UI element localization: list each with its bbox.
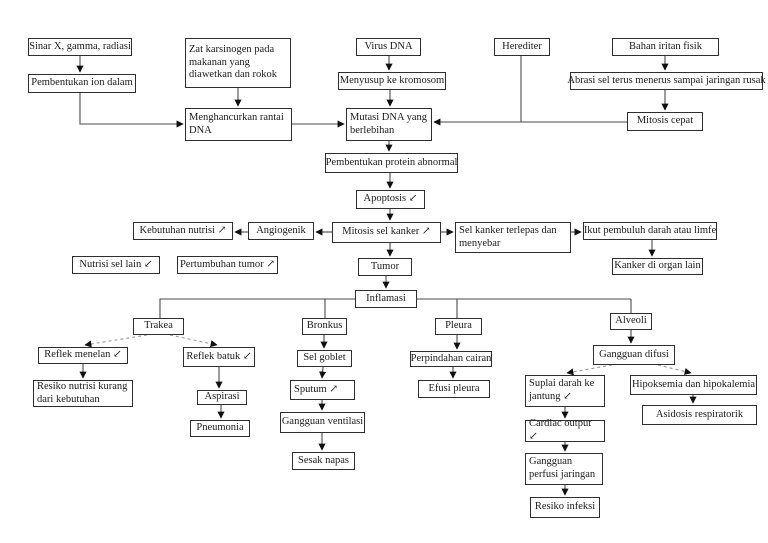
node-label: Herediter (502, 40, 542, 52)
node-label: Sputum ↗ (294, 383, 339, 395)
node-label: Hipoksemia dan hipokalemia (631, 378, 756, 390)
node-label: Cardiac output ↙ (529, 418, 592, 442)
node-label: Angiogenik (256, 224, 306, 236)
node-label: Mutasi DNA yang berlebihan (350, 111, 427, 136)
node-kebutuhan-nutrisi: Kebutuhan nutrisi ↗ (133, 222, 233, 240)
node-label: Inflamasi (366, 292, 406, 304)
node-label: Mitosis sel kanker ↗ (342, 226, 431, 238)
node-reflek-batuk: Reflek batuk ↙ (183, 347, 255, 367)
edge-gangguan-difusi-to-suplai-darah (566, 364, 613, 376)
node-sinar-x: Sinar X, gamma, radiasi (28, 38, 132, 56)
node-tumor: Tumor (358, 258, 412, 276)
node-label: Resiko nutrisi kurang dari kebutuhan (37, 380, 128, 405)
node-mutasi-dna: Mutasi DNA yang berlebihan (346, 108, 432, 141)
node-mitosis-sel-kanker: Mitosis sel kanker ↗ (332, 222, 441, 243)
node-label: Gangguan ventilasi (281, 416, 364, 428)
node-label: Sesak napas (297, 454, 350, 466)
node-protein-abnormal: Pembentukan protein abnormal (325, 153, 458, 173)
edge-sel-goblet-to-sputum (319, 366, 327, 379)
node-sel-goblet: Sel goblet (297, 350, 352, 367)
node-abrasi: Abrasi sel terus menerus sampai jaringan… (567, 72, 766, 90)
node-pneumonia: Pneumonia (190, 420, 250, 437)
node-label: Gangguan difusi (599, 348, 669, 360)
node-label: Trakea (144, 320, 173, 332)
node-bahan-iritan: Bahan iritan fisik (612, 38, 719, 56)
node-hipoksemia: Hipoksemia dan hipokalemia (630, 375, 757, 395)
node-menyusup: Menyusup ke kromosom (338, 72, 446, 90)
node-herediter: Herediter (494, 38, 550, 56)
node-label: Mitosis cepat (636, 115, 694, 127)
node-label: Aspirasi (204, 391, 240, 403)
node-label: Abrasi sel terus menerus sampai jaringan… (567, 74, 766, 86)
node-label: Apoptosis ↙ (363, 193, 418, 205)
node-gangguan-ventilasi: Gangguan ventilasi (280, 412, 365, 433)
node-label: Menghancurkan rantai DNA (189, 111, 284, 136)
node-label: Bahan iritan fisik (629, 40, 702, 52)
node-sesak-napas: Sesak napas (292, 452, 355, 470)
node-label: Pleura (445, 320, 472, 332)
node-menghancurkan: Menghancurkan rantai DNA (185, 108, 292, 141)
node-bronkus: Bronkus (302, 318, 347, 335)
node-perpindahan-cairan: Perpindahan cairan (410, 351, 492, 367)
node-reflek-menelan: Reflek menelan ↙ (38, 347, 128, 364)
edge-inflamasi-to-trakea (159, 298, 355, 318)
node-label: Ikut pembuluh darah atau limfe (583, 224, 717, 236)
node-asidosis: Asidosis respiratorik (642, 405, 757, 425)
node-zat-karsinogen: Zat karsinogen pada makanan yang diawetk… (185, 38, 291, 88)
node-label: Resiko infeksi (534, 501, 596, 513)
node-kanker-organ-lain: Kanker di organ lain (612, 258, 703, 275)
node-virus-dna: Virus DNA (356, 38, 421, 56)
node-pleura: Pleura (435, 318, 482, 335)
node-label: Efusi pleura (428, 382, 480, 394)
edge-pembentukan-ion-to-menghancurkan (79, 93, 184, 128)
node-suplai-darah: Suplai darah ke jantung ↙ (525, 375, 605, 407)
node-label: Sel goblet (303, 352, 346, 364)
node-label: Reflek menelan ↙ (44, 349, 122, 361)
node-sel-kanker-terlepas: Sel kanker terlepas dan menyebar (455, 222, 571, 253)
node-label: Sinar X, gamma, radiasi (29, 40, 131, 52)
node-label: Pembentukan protein abnormal (325, 156, 458, 168)
node-label: Kanker di organ lain (614, 260, 701, 272)
node-pembentukan-ion: Pembentukan ion dalam (28, 74, 136, 93)
node-label: Alveoli (615, 315, 647, 327)
node-label: Tumor (370, 260, 400, 272)
node-label: Pembentukan ion dalam (31, 77, 133, 89)
node-inflamasi: Inflamasi (355, 290, 417, 308)
node-label: Suplai darah ke jantung ↙ (529, 378, 595, 402)
node-apoptosis: Apoptosis ↙ (356, 190, 425, 209)
node-label: Kebutuhan nutrisi ↗ (139, 224, 227, 236)
node-label: Asidosis respiratorik (655, 408, 744, 420)
node-sputum: Sputum ↗ (290, 380, 355, 400)
edge-trakea-to-reflek-menelan (84, 334, 148, 348)
node-gangguan-perfusi: Gangguan perfusi jaringan (525, 453, 603, 485)
node-resiko-nutrisi: Resiko nutrisi kurang dari kebutuhan (33, 380, 133, 407)
node-alveoli: Alveoli (610, 313, 652, 330)
node-label: Bronkus (306, 320, 343, 332)
node-pertumbuhan-tumor: Pertumbuhan tumor ↗ (177, 256, 278, 274)
node-ikut-pembuluh: Ikut pembuluh darah atau limfe (583, 222, 717, 240)
node-label: Reflek batuk ↙ (186, 350, 252, 362)
node-cardiac-output: Cardiac output ↙ (525, 418, 605, 442)
node-label: Nutrisi sel lain ↙ (79, 258, 153, 270)
node-aspirasi: Aspirasi (197, 390, 247, 405)
node-resiko-infeksi: Resiko infeksi (530, 497, 600, 518)
node-label: Perpindahan cairan (410, 352, 492, 364)
node-label: Pneumonia (196, 422, 244, 434)
node-mitosis-cepat: Mitosis cepat (627, 112, 703, 131)
node-efusi-pleura: Efusi pleura (418, 380, 490, 398)
edge-trakea-to-reflek-batuk (169, 334, 218, 348)
edge-gangguan-difusi-to-hipoksemia (657, 364, 692, 375)
node-label: Gangguan perfusi jaringan (529, 456, 596, 480)
node-label: Sel kanker terlepas dan menyebar (459, 224, 557, 249)
node-angiogenik: Angiogenik (248, 222, 314, 240)
node-gangguan-difusi: Gangguan difusi (593, 345, 675, 365)
node-trakea: Trakea (133, 318, 184, 335)
node-label: Virus DNA (364, 40, 413, 52)
node-label: Zat karsinogen pada makanan yang diawetk… (189, 43, 278, 81)
node-label: Pertumbuhan tumor ↗ (179, 258, 276, 270)
node-nutrisi-sel-lain: Nutrisi sel lain ↙ (72, 256, 160, 274)
node-label: Menyusup ke kromosom (339, 74, 445, 86)
